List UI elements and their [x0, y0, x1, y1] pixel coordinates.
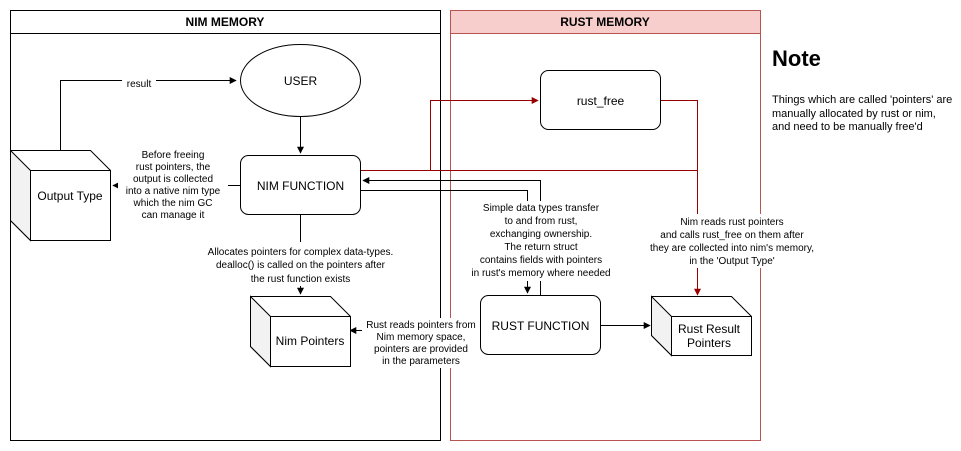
- note-body: Things which are called 'pointers' are m…: [772, 94, 953, 133]
- rust-reads-line-1: Rust reads pointers from: [366, 320, 476, 331]
- rust-free-node[interactable]: rust_free: [540, 70, 661, 130]
- nim-function-label: NIM FUNCTION: [257, 179, 344, 193]
- rust-free-label: rust_free: [577, 94, 625, 108]
- rust-function-node[interactable]: RUST FUNCTION: [480, 295, 601, 355]
- label-result: result: [122, 77, 156, 90]
- nim-function-node[interactable]: NIM FUNCTION: [240, 155, 361, 215]
- before-freeing-line-3: output is collected: [133, 174, 213, 185]
- simple-types-line-3: exchanging ownership.: [490, 229, 592, 240]
- nim-reads-line-2: and calls rust_free on them after: [660, 230, 804, 241]
- rust-reads-line-2: Nim memory space,: [377, 332, 466, 343]
- output-type-label: Output Type: [37, 189, 102, 203]
- user-node[interactable]: USER: [240, 44, 361, 117]
- label-allocates: Allocates pointers for complex data-type…: [195, 242, 407, 286]
- before-freeing-line-2: rust pointers, the: [136, 162, 211, 173]
- edge-output-to-user: [60, 77, 237, 150]
- allocates-line-3: the rust function exists: [251, 274, 351, 285]
- nim-reads-line-1: Nim reads rust pointers: [680, 217, 783, 228]
- simple-types-line-4: The return struct: [504, 242, 578, 253]
- label-simple-types: Simple data types transfer to and from r…: [466, 201, 611, 281]
- nim-memory-title: NIM MEMORY: [186, 15, 265, 29]
- before-freeing-line-1: Before freeing: [142, 150, 205, 161]
- allocates-line-2: dealloc() is called on the pointers afte…: [216, 260, 386, 271]
- rust-result-label-line2: Pointers: [687, 336, 731, 350]
- user-label: USER: [284, 74, 318, 88]
- nim-pointers-node[interactable]: Nim Pointers: [250, 295, 351, 368]
- before-freeing-line-5: which the nim GC: [133, 198, 213, 209]
- rust-reads-line-4: in the parameters: [382, 356, 460, 367]
- rust-memory-title: RUST MEMORY: [560, 15, 650, 29]
- output-type-node[interactable]: Output Type: [10, 149, 111, 242]
- simple-types-line-5: contains fields with pointers: [480, 255, 602, 266]
- rust-result-pointers-node[interactable]: Rust Result Pointers: [651, 295, 752, 357]
- nim-reads-line-4: in the 'Output Type': [689, 256, 774, 267]
- before-freeing-line-6: can manage it: [142, 210, 205, 221]
- before-freeing-line-4: into a native nim type: [126, 186, 221, 197]
- result-label: result: [127, 79, 152, 90]
- rust-result-label-line1: Rust Result: [678, 322, 741, 336]
- nim-pointers-label: Nim Pointers: [276, 334, 345, 348]
- simple-types-line-6: in rust's memory where needed: [471, 268, 610, 279]
- label-rust-reads: Rust reads pointers from Nim memory spac…: [362, 318, 480, 368]
- allocates-line-1: Allocates pointers for complex data-type…: [208, 247, 394, 258]
- simple-types-line-2: to and from rust,: [505, 216, 578, 227]
- label-before-freeing: Before freeing rust pointers, the output…: [118, 148, 228, 228]
- nim-reads-line-3: they are collected into nim's memory,: [650, 243, 814, 254]
- label-nim-reads: Nim reads rust pointers and calls rust_f…: [640, 214, 824, 268]
- rust-reads-line-3: pointers are provided: [374, 344, 468, 355]
- simple-types-line-1: Simple data types transfer: [483, 203, 600, 214]
- note-title: Note: [772, 46, 821, 71]
- rust-function-label: RUST FUNCTION: [492, 319, 590, 333]
